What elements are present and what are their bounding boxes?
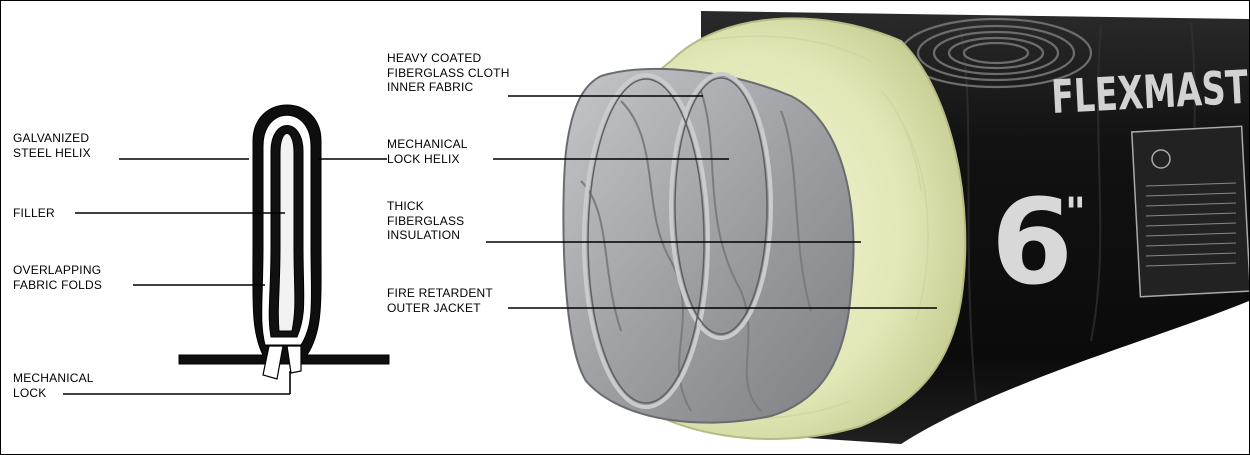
- duct-illustration: FLEXMASTER 6 ": [563, 11, 1249, 444]
- label-mechanical-lock: MECHANICAL LOCK: [13, 371, 94, 400]
- seam-cross-section: [179, 105, 389, 379]
- filler-core: [278, 134, 295, 332]
- label-galvanized-steel-helix: GALVANIZED STEEL HELIX: [13, 131, 91, 160]
- jacket-size: 6: [991, 173, 1073, 311]
- label-overlapping-fabric-folds: OVERLAPPING FABRIC FOLDS: [13, 263, 102, 292]
- label-mechanical-lock-helix: MECHANICAL LOCK HELIX: [387, 137, 468, 166]
- lock-fold-right: [287, 346, 301, 373]
- label-filler: FILLER: [13, 206, 55, 221]
- ul-label: [1132, 126, 1249, 297]
- label-fire-retardent-outer-jacket: FIRE RETARDENT OUTER JACKET: [387, 286, 493, 315]
- jacket-size-mark: ": [1065, 190, 1086, 236]
- label-thick-fiberglass-insulation: THICK FIBERGLASS INSULATION: [387, 199, 464, 243]
- label-inner-fabric: HEAVY COATED FIBERGLASS CLOTH INNER FABR…: [387, 51, 510, 95]
